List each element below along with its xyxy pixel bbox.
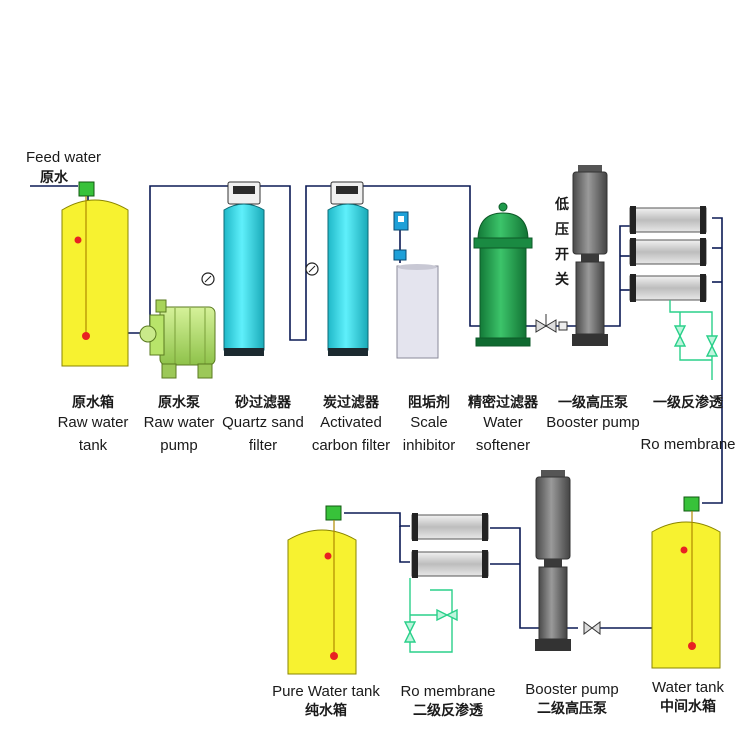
pure-water-tank bbox=[288, 506, 356, 674]
booster-pump-2-label: Booster pump 二级高压泵 bbox=[522, 680, 622, 719]
sand-to-carbon-pipe bbox=[258, 186, 336, 340]
raw-water-pump bbox=[140, 300, 215, 378]
feed-water-label-zh: 原水 bbox=[40, 168, 68, 188]
activated-carbon-filter bbox=[306, 182, 368, 356]
low-pressure-switch-char: 关 bbox=[554, 271, 570, 296]
float-ball-icon bbox=[75, 237, 82, 244]
concentrate-valves-1 bbox=[670, 300, 717, 380]
feed-water-label: Feed water bbox=[26, 148, 101, 167]
float-ball-icon bbox=[688, 642, 696, 650]
scale-inhibitor-label: 阻垢剂 Scale inhibitor bbox=[398, 393, 460, 455]
raw-water-tank bbox=[62, 182, 128, 366]
pipes-stage1 bbox=[30, 186, 722, 503]
low-pressure-switch-text: 低压开关 bbox=[554, 196, 570, 296]
low-pressure-switch-char: 压 bbox=[554, 221, 570, 246]
float-ball-icon bbox=[325, 553, 332, 560]
membrane2-to-pure-tank-pipe bbox=[344, 513, 410, 526]
level-sensor-icon bbox=[79, 182, 94, 196]
ro-membrane-2-label: Ro membrane 二级反渗透 bbox=[396, 682, 500, 721]
water-softener-label: 精密过滤器 Water softener bbox=[460, 393, 546, 455]
low-pressure-switch-char: 低 bbox=[554, 196, 570, 221]
low-pressure-switch-char: 开 bbox=[554, 246, 570, 271]
float-ball-icon bbox=[681, 547, 688, 554]
water-softener bbox=[474, 203, 532, 346]
booster-pump-1-label: 一级高压泵 Booster pump bbox=[546, 393, 640, 432]
pure-water-tank-label: Pure Water tank 纯水箱 bbox=[268, 682, 384, 721]
concentrate-valves-2 bbox=[405, 578, 457, 652]
ro-membrane-1 bbox=[630, 206, 706, 302]
ro-membrane-1-label: 一级反渗透 Ro membrane bbox=[638, 393, 738, 454]
membrane2-out-2 bbox=[400, 526, 410, 562]
float-ball-icon bbox=[82, 332, 90, 340]
quartz-sand-filter-label: 砂过滤器 Quartz sand filter bbox=[220, 393, 306, 455]
level-sensor-icon bbox=[684, 497, 699, 511]
intermediate-water-tank-label: Water tank 中间水箱 bbox=[646, 678, 730, 717]
intermediate-water-tank bbox=[652, 497, 720, 668]
level-sensor-icon bbox=[326, 506, 341, 520]
raw-water-pump-label: 原水泵 Raw water pump bbox=[138, 393, 220, 455]
activated-carbon-filter-label: 炭过滤器 Activated carbon filter bbox=[306, 393, 396, 455]
raw-water-tank-label: 原水箱 Raw water tank bbox=[50, 393, 136, 455]
chemical-tank bbox=[397, 266, 438, 358]
float-ball-icon bbox=[330, 652, 338, 660]
pressure-switch-icon bbox=[559, 322, 567, 330]
pipes-stage2 bbox=[344, 513, 658, 628]
booster-pump-2 bbox=[535, 470, 571, 651]
valve-icon bbox=[536, 314, 567, 332]
valve-icon bbox=[584, 622, 600, 634]
ro-membrane-2 bbox=[412, 513, 488, 578]
booster-pump-1 bbox=[572, 165, 608, 346]
